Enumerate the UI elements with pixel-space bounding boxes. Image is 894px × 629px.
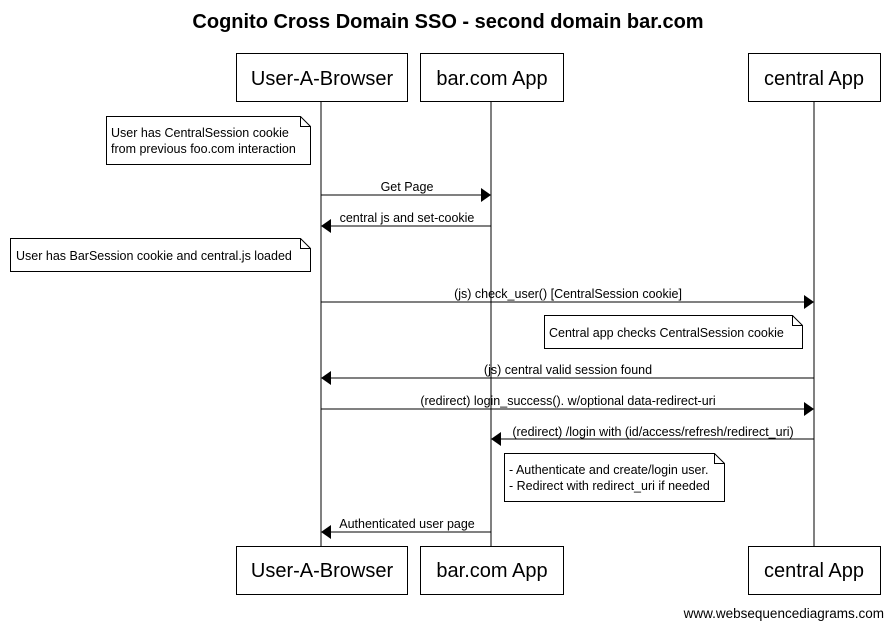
msg-login-with: (redirect) /login with (id/access/refres… <box>491 425 814 446</box>
actor-label: bar.com App <box>436 560 547 582</box>
actor-label: central App <box>764 68 864 90</box>
msg-auth-page: Authenticated user page <box>321 517 491 539</box>
actor-bottom-central: central App <box>748 546 881 595</box>
msg-get-page: Get Page <box>321 180 491 202</box>
actor-top-browser: User-A-Browser <box>236 53 408 102</box>
note-line: - Authenticate and create/login user. <box>509 463 708 477</box>
note-bar-session: User has BarSession cookie and central.j… <box>10 238 311 272</box>
message-label: central js and set-cookie <box>340 211 475 225</box>
note-central-session: User has CentralSession cookie from prev… <box>106 116 311 165</box>
message-label: Authenticated user page <box>339 517 475 531</box>
actor-top-bar: bar.com App <box>420 53 564 102</box>
note-line: from previous foo.com interaction <box>111 142 296 156</box>
footer-credit: www.websequencediagrams.com <box>683 606 884 621</box>
message-label: (js) central valid session found <box>484 363 652 377</box>
message-label: Get Page <box>381 180 434 194</box>
note-line: Central app checks CentralSession cookie <box>549 326 784 340</box>
actor-label: User-A-Browser <box>251 560 394 582</box>
actor-bottom-bar: bar.com App <box>420 546 564 595</box>
note-authenticate: - Authenticate and create/login user. - … <box>504 453 725 502</box>
note-line: - Redirect with redirect_uri if needed <box>509 479 710 493</box>
msg-check-user: (js) check_user() [CentralSession cookie… <box>321 287 814 309</box>
actor-bottom-browser: User-A-Browser <box>236 546 408 595</box>
msg-valid-session: (js) central valid session found <box>321 363 814 385</box>
note-central-check: Central app checks CentralSession cookie <box>544 315 803 349</box>
message-label: (redirect) login_success(). w/optional d… <box>420 394 715 408</box>
actor-label: User-A-Browser <box>251 68 394 90</box>
msg-central-js: central js and set-cookie <box>321 211 491 233</box>
note-line: User has BarSession cookie and central.j… <box>16 249 292 263</box>
diagram-title: Cognito Cross Domain SSO - second domain… <box>192 11 703 33</box>
actor-label: central App <box>764 560 864 582</box>
actor-label: bar.com App <box>436 68 547 90</box>
note-line: User has CentralSession cookie <box>111 126 289 140</box>
message-label: (redirect) /login with (id/access/refres… <box>512 425 793 439</box>
actor-top-central: central App <box>748 53 881 102</box>
msg-login-success: (redirect) login_success(). w/optional d… <box>321 394 814 416</box>
message-label: (js) check_user() [CentralSession cookie… <box>454 287 682 301</box>
